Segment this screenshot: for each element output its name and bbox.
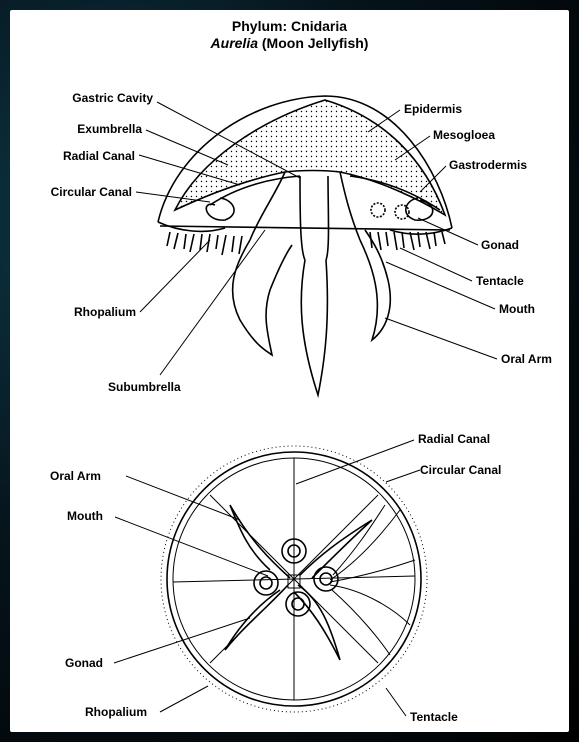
label-rhopalium-top: Rhopalium xyxy=(85,705,147,719)
oral-arm-center xyxy=(301,260,327,395)
label-rhopalium: Rhopalium xyxy=(74,305,136,319)
label-epidermis: Epidermis xyxy=(404,102,462,116)
top-view-jellyfish xyxy=(161,446,427,712)
top-oral-arm-4 xyxy=(225,585,288,650)
label-circular-canal: Circular Canal xyxy=(51,185,132,199)
label-gonad-side: Gonad xyxy=(481,238,519,252)
label-gastric-cavity: Gastric Cavity xyxy=(72,91,153,105)
mesogloea-outline xyxy=(175,100,445,215)
top-oral-arm-1 xyxy=(230,505,290,578)
oral-arm-left xyxy=(233,240,292,355)
label-radial-canal-top: Radial Canal xyxy=(418,432,490,446)
label-tentacle-side: Tentacle xyxy=(476,274,524,288)
label-mesogloea: Mesogloea xyxy=(433,128,495,142)
top-oral-arm-2 xyxy=(300,520,372,578)
label-radial-canal: Radial Canal xyxy=(63,149,135,163)
label-gastrodermis: Gastrodermis xyxy=(449,158,527,172)
label-gonad-top: Gonad xyxy=(65,656,103,670)
oral-arm-right xyxy=(360,230,390,340)
manubrium xyxy=(250,172,360,240)
label-tentacle-top: Tentacle xyxy=(410,710,458,724)
label-subumbrella: Subumbrella xyxy=(108,380,181,394)
label-mouth-top: Mouth xyxy=(67,509,103,523)
side-view-jellyfish xyxy=(158,96,452,395)
label-oral-arm-top: Oral Arm xyxy=(50,469,101,483)
top-oral-arm-3 xyxy=(294,585,340,660)
label-exumbrella: Exumbrella xyxy=(77,122,142,136)
label-circular-canal-top: Circular Canal xyxy=(420,463,501,477)
label-mouth-side: Mouth xyxy=(499,302,535,316)
label-oral-arm-side: Oral Arm xyxy=(501,352,552,366)
